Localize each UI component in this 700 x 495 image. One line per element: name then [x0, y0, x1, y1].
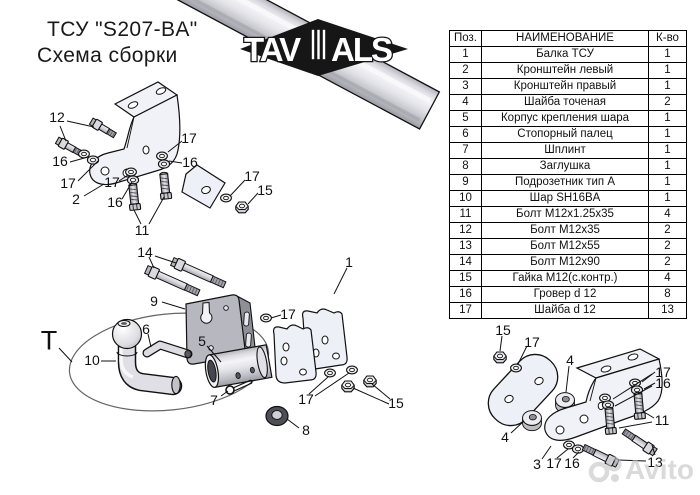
avito-circles-icon: [588, 456, 622, 483]
table-cell: 15: [449, 270, 482, 287]
table-cell: Корпус крепления шара: [481, 110, 649, 127]
col-header-quantity: К-во: [648, 30, 687, 47]
table-cell: 1: [648, 190, 687, 207]
table-cell: Шплинт: [481, 142, 649, 159]
logo-stripes-i-icon: [310, 28, 327, 61]
table-cell: 8: [449, 158, 482, 175]
table-cell: 11: [449, 206, 482, 223]
table-cell: Гайка М12(с.контр.): [481, 270, 649, 287]
table-cell: Болт М12х35: [481, 222, 649, 239]
table-cell: 2: [648, 222, 687, 239]
table-cell: 1: [648, 62, 687, 79]
table-cell: 3: [449, 78, 482, 95]
table-cell: Болт М12х90: [481, 254, 649, 271]
col-header-name: НАИМЕНОВАНИЕ: [481, 30, 649, 47]
table-cell: 12: [449, 222, 482, 239]
table-cell: 13: [648, 302, 687, 319]
col-header-position: Поз.: [449, 30, 482, 47]
table-cell: Заглушка: [481, 158, 649, 175]
cotter-pin-part: [225, 379, 253, 395]
table-cell: 1: [648, 78, 687, 95]
logo-text-left: TAV: [244, 31, 301, 68]
table-cell: 1: [449, 46, 482, 63]
table-cell: 4: [648, 270, 687, 287]
tavials-logo: TAV ALS: [240, 19, 408, 76]
table-cell: 5: [449, 110, 482, 127]
table-cell: Стопорный палец: [481, 126, 649, 143]
table-cell: Кронштейн левый: [481, 62, 649, 79]
long-bolts: [143, 255, 228, 299]
beam-ear-plates: [272, 308, 348, 384]
table-cell: 1: [648, 142, 687, 159]
table-cell: 1: [648, 110, 687, 127]
table-cell: Подрозетник тип А: [481, 174, 649, 191]
table-cell: Шайба d 12: [481, 302, 649, 319]
table-cell: Шайба точеная: [481, 94, 649, 111]
table-cell: 1: [648, 174, 687, 191]
table-cell: Болт М12х1.25х35: [481, 206, 649, 223]
table-cell: 1: [648, 158, 687, 175]
table-cell: 13: [449, 238, 482, 255]
table-cell: 8: [648, 286, 687, 303]
ball-housing-part: [204, 344, 273, 389]
stopper-pin-part: [142, 340, 193, 359]
table-cell: 17: [449, 302, 482, 319]
beam-part: [108, 0, 559, 427]
table-cell: 7: [449, 142, 482, 159]
parts-table-header-row: Поз. НАИМЕНОВАНИЕ К-во: [449, 30, 687, 47]
table-cell: 16: [449, 286, 482, 303]
table-cell: 2: [648, 94, 687, 111]
watermark: Avito: [585, 451, 694, 489]
table-cell: Шар SH16BA: [481, 190, 649, 207]
table-cell: 14: [449, 254, 482, 271]
table-cell: 4: [648, 206, 687, 223]
table-cell: 2: [648, 238, 687, 255]
tow-ball-group-ellipse: [68, 312, 270, 412]
table-cell: Болт М12х55: [481, 238, 649, 255]
table-cell: 9: [449, 174, 482, 191]
page-title-line1: ТСУ "S207-BA": [47, 18, 198, 41]
table-cell: 2: [449, 62, 482, 79]
table-cell: Балка ТСУ: [481, 46, 649, 63]
tow-ball-part: [111, 318, 183, 396]
leader-lines: [58, 120, 656, 462]
plug-part: [265, 405, 289, 427]
table-cell: Гровер d 12: [481, 286, 649, 303]
table-cell: 10: [449, 190, 482, 207]
page-title-line2: Схема сборки: [37, 44, 178, 67]
table-cell: 6: [449, 126, 482, 143]
table-cell: 1: [648, 46, 687, 63]
table-cell: 1: [648, 126, 687, 143]
table-cell: 4: [449, 94, 482, 111]
table-cell: 2: [648, 254, 687, 271]
table-cell: Кронштейн правый: [481, 78, 649, 95]
logo-text-right: ALS: [331, 31, 392, 68]
watermark-text: Avito: [625, 454, 694, 485]
